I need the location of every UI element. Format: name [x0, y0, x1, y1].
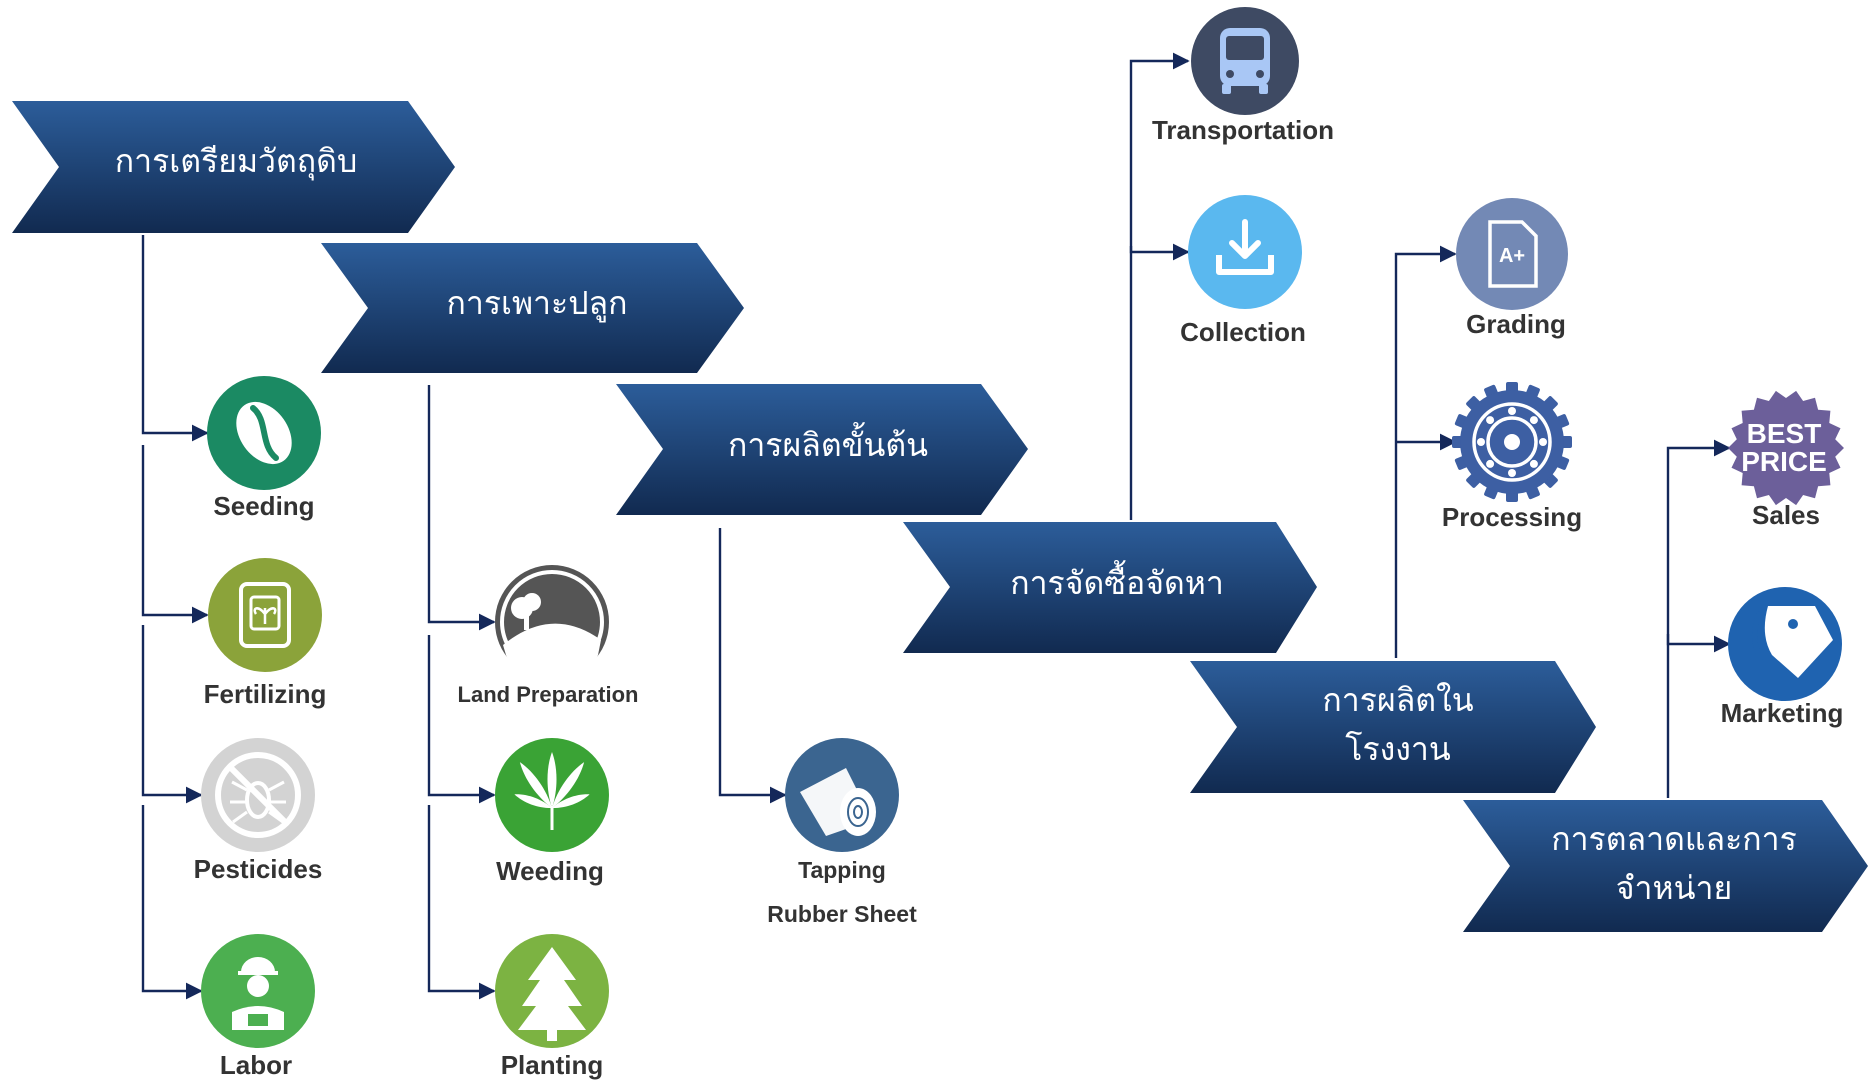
worker-icon — [201, 934, 315, 1048]
stage-6-label-line-1: การตลาดและการ — [1551, 820, 1797, 858]
tapping-label-line-1: Tapping — [798, 857, 886, 883]
marketing-node: Marketing — [1721, 587, 1844, 728]
stage-2-label: การเพาะปลูก — [446, 284, 627, 323]
connector-transportation — [1129, 52, 1190, 520]
best-badge-text: BEST — [1747, 418, 1822, 449]
stage-6: การตลาดและการ จำหน่าย — [1463, 800, 1868, 932]
connector-planting — [427, 805, 496, 1000]
seeding-node: Seeding — [207, 376, 321, 521]
connector-pesticides — [141, 625, 203, 804]
download-tray-icon — [1188, 195, 1302, 309]
transportation-label: Transportation — [1152, 115, 1334, 145]
pesticides-node: Pesticides — [194, 738, 323, 884]
connector-labor — [141, 805, 203, 1000]
gear-icon — [1452, 382, 1572, 502]
seeding-label: Seeding — [213, 491, 314, 521]
land-preparation-node: Land Preparation — [458, 565, 639, 707]
tapping-label-line-2: Rubber Sheet — [767, 901, 917, 927]
weeding-node: Weeding — [495, 738, 609, 886]
cannabis-leaf-icon — [495, 738, 609, 852]
connector-collection — [1129, 243, 1190, 261]
labor-node: Labor — [201, 934, 315, 1080]
connectors — [141, 52, 1731, 1000]
sales-node: BEST PRICE Sales — [1728, 390, 1844, 530]
collection-label: Collection — [1180, 317, 1306, 347]
stage-6-label-line-2: จำหน่าย — [1616, 869, 1732, 907]
stage-2: การเพาะปลูก — [321, 243, 744, 373]
pesticides-label: Pesticides — [194, 854, 323, 884]
connector-weeding — [427, 635, 496, 804]
grading-node: A+ Grading — [1456, 198, 1568, 339]
connector-land-preparation — [427, 385, 496, 631]
planting-node: Planting — [495, 934, 609, 1080]
land-preparation-label: Land Preparation — [458, 682, 639, 707]
fertilizing-label: Fertilizing — [204, 679, 327, 709]
fertilizing-node: Fertilizing — [204, 558, 327, 709]
no-insect-icon — [201, 738, 315, 852]
stage-4: การจัดซื้อจัดหา — [903, 522, 1317, 653]
labor-label: Labor — [220, 1050, 292, 1080]
connector-sales — [1666, 439, 1731, 798]
marketing-label: Marketing — [1721, 698, 1844, 728]
grade-badge-text: A+ — [1499, 245, 1525, 267]
price-badge-text: PRICE — [1741, 446, 1827, 477]
connector-marketing — [1666, 634, 1731, 653]
stage-3: การผลิตขั้นต้น — [616, 384, 1028, 515]
collection-node: Collection — [1180, 195, 1306, 347]
rubber-roll-icon — [785, 738, 899, 852]
stage-4-label: การจัดซื้อจัดหา — [1010, 560, 1224, 602]
best-price-badge-icon: BEST PRICE — [1728, 390, 1844, 506]
landscape-tree-icon — [495, 565, 609, 686]
tapping-node: Tapping Rubber Sheet — [767, 738, 917, 927]
seed-icon — [207, 376, 321, 490]
transportation-node: Transportation — [1152, 7, 1334, 145]
stage-5-label-line-1: การผลิตใน — [1322, 681, 1473, 719]
price-tag-icon — [1728, 587, 1842, 701]
fertilizer-bag-icon — [208, 558, 322, 672]
sales-label: Sales — [1752, 500, 1820, 530]
bus-icon — [1191, 7, 1299, 115]
pine-tree-icon — [495, 934, 609, 1048]
stage-5-label-line-2: โรงงาน — [1345, 730, 1451, 768]
connector-tapping — [718, 528, 787, 804]
connector-seeding — [141, 235, 209, 442]
stage-3-label: การผลิตขั้นต้น — [728, 422, 928, 464]
weeding-label: Weeding — [496, 856, 604, 886]
connector-grading — [1394, 245, 1457, 658]
stage-5: การผลิตใน โรงงาน — [1190, 661, 1596, 793]
planting-label: Planting — [501, 1050, 604, 1080]
stage-1-label: การเตรียมวัตถุดิบ — [115, 142, 358, 181]
stage-1: การเตรียมวัตถุดิบ — [12, 101, 455, 233]
grade-document-icon: A+ — [1456, 198, 1568, 310]
connector-fertilizing — [141, 445, 209, 624]
grading-label: Grading — [1466, 309, 1566, 339]
processing-label: Processing — [1442, 502, 1582, 532]
processing-node: Processing — [1442, 382, 1582, 532]
